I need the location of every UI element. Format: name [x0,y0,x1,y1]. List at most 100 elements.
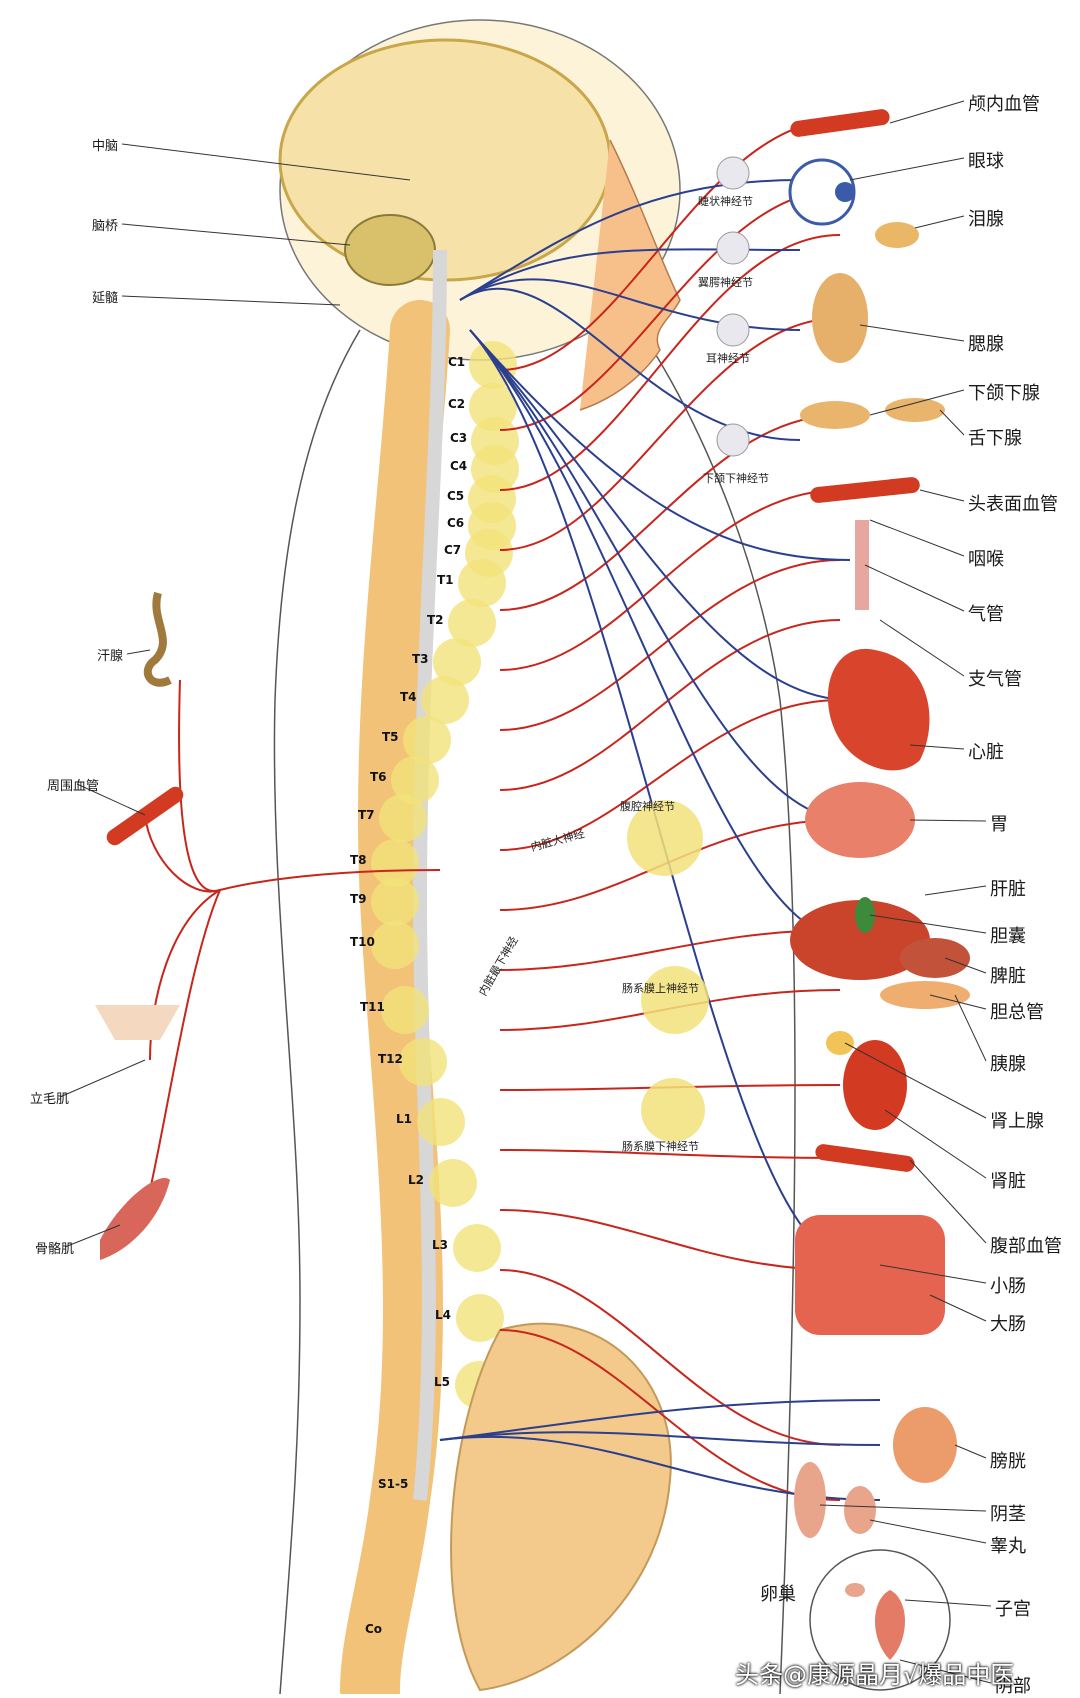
organ-label-6: 头表面血管 [968,490,1058,516]
left-label-4: 周围血管 [47,775,99,794]
ganglion-label-6: 肠系膜下神经节 [622,1138,699,1154]
chain-ganglion [417,1098,465,1146]
ganglion-label-3: 下颌下神经节 [703,470,769,486]
vertebra-label-8: T2 [427,613,444,627]
abdominal-vessel [814,1143,915,1173]
vertebra-label-21: L3 [432,1238,448,1252]
chain-ganglion [458,559,506,607]
ganglion-ciliary [717,157,749,189]
left-label-0: 中脑 [92,135,118,154]
label-ovary: 卵巢 [760,1580,796,1606]
watermark: 头条@康源晶月√爆品中医 [735,1655,1014,1690]
vertebra-label-16: T10 [350,935,375,949]
parotid-gland [812,273,868,363]
ganglion-label-5: 肠系膜上神经节 [622,980,699,996]
organ-label-17: 肾上腺 [990,1107,1044,1133]
vertebra-label-20: L2 [408,1173,424,1187]
ovary [845,1583,865,1597]
vertebra-label-13: T7 [358,808,375,822]
vertebra-label-6: C7 [444,543,461,557]
submandibular-gland [800,401,870,429]
vertebra-label-0: C1 [448,355,465,369]
leader-line [122,296,340,305]
body-outline [274,330,360,1694]
leader-line [870,1520,986,1543]
vertebra-label-17: T11 [360,1000,385,1014]
organ-label-11: 胃 [990,810,1008,836]
vertebra-label-2: C3 [450,431,467,445]
spleen [900,938,970,978]
leader-line [925,886,986,895]
organ-label-20: 小肠 [990,1272,1026,1298]
chain-ganglion [371,921,419,969]
vertebra-label-7: T1 [437,573,454,587]
pelvis [451,1324,671,1690]
organ-label-5: 舌下腺 [968,424,1022,450]
organ-label-8: 气管 [968,600,1004,626]
chain-ganglion [453,1224,501,1272]
head-surface-vessel [809,476,920,503]
ganglion-otic [717,314,749,346]
intestines [795,1215,945,1335]
leader-line [940,410,964,435]
vertebra-label-25: Co [365,1622,382,1636]
vertebra-label-18: T12 [378,1052,403,1066]
organs [789,108,970,1690]
ganglion-submandibular [717,424,749,456]
ganglion-label-1: 翼腭神经节 [698,274,753,290]
vertebra-label-5: C6 [447,516,464,530]
arrector-pili [95,1005,180,1040]
vertebra-label-24: S1-5 [378,1477,408,1491]
pancreas [880,981,970,1009]
vertebra-label-15: T9 [350,892,367,906]
testis [844,1486,876,1534]
organ-label-4: 下颌下腺 [968,379,1040,405]
peripheral-vessel [104,784,187,849]
organ-label-9: 支气管 [968,665,1022,691]
chain-ganglion [381,986,429,1034]
chain-ganglion [399,1038,447,1086]
organ-label-1: 眼球 [968,147,1004,173]
vertebra-label-14: T8 [350,853,367,867]
organ-label-16: 胰腺 [990,1050,1026,1076]
chain-ganglion [371,878,419,926]
organ-label-0: 颅内血管 [968,90,1040,116]
stomach [805,782,915,858]
leader-line [920,490,964,501]
leader-line [850,158,964,180]
left-label-3: 汗腺 [97,645,123,664]
nerve-fiber [500,930,840,970]
leader-line [955,1445,986,1458]
organ-label-21: 大肠 [990,1310,1026,1336]
ganglion-pterygopalatine [717,232,749,264]
organ-label-12: 肝脏 [990,875,1026,901]
leader-line [910,820,986,821]
leader-line [860,325,964,341]
organ-label-23: 阴茎 [990,1500,1026,1526]
sweat-gland [148,593,170,683]
brain [280,40,610,280]
cerebellum [345,215,435,285]
leader-line [127,650,150,654]
chain-ganglion [379,794,427,842]
vertebra-label-4: C5 [447,489,464,503]
vertebra-label-23: L5 [434,1375,450,1389]
leader-line [890,101,964,123]
leader-line [870,520,964,556]
organ-label-13: 胆囊 [990,922,1026,948]
leader-line [60,1060,145,1097]
leader-line [865,565,964,611]
organ-label-7: 咽喉 [968,545,1004,571]
vertebra-label-12: T6 [370,770,387,784]
vertebra-label-1: C2 [448,397,465,411]
vertebra-label-11: T5 [382,730,399,744]
organ-label-15: 胆总管 [990,998,1044,1024]
sublingual-gland [885,398,945,422]
kidney [843,1040,907,1130]
penis [794,1462,826,1538]
vertebra-label-3: C4 [450,459,467,473]
organ-label-10: 心脏 [968,738,1004,764]
lacrimal-gland [875,222,919,248]
vertebra-label-10: T4 [400,690,417,704]
iris [835,182,855,202]
